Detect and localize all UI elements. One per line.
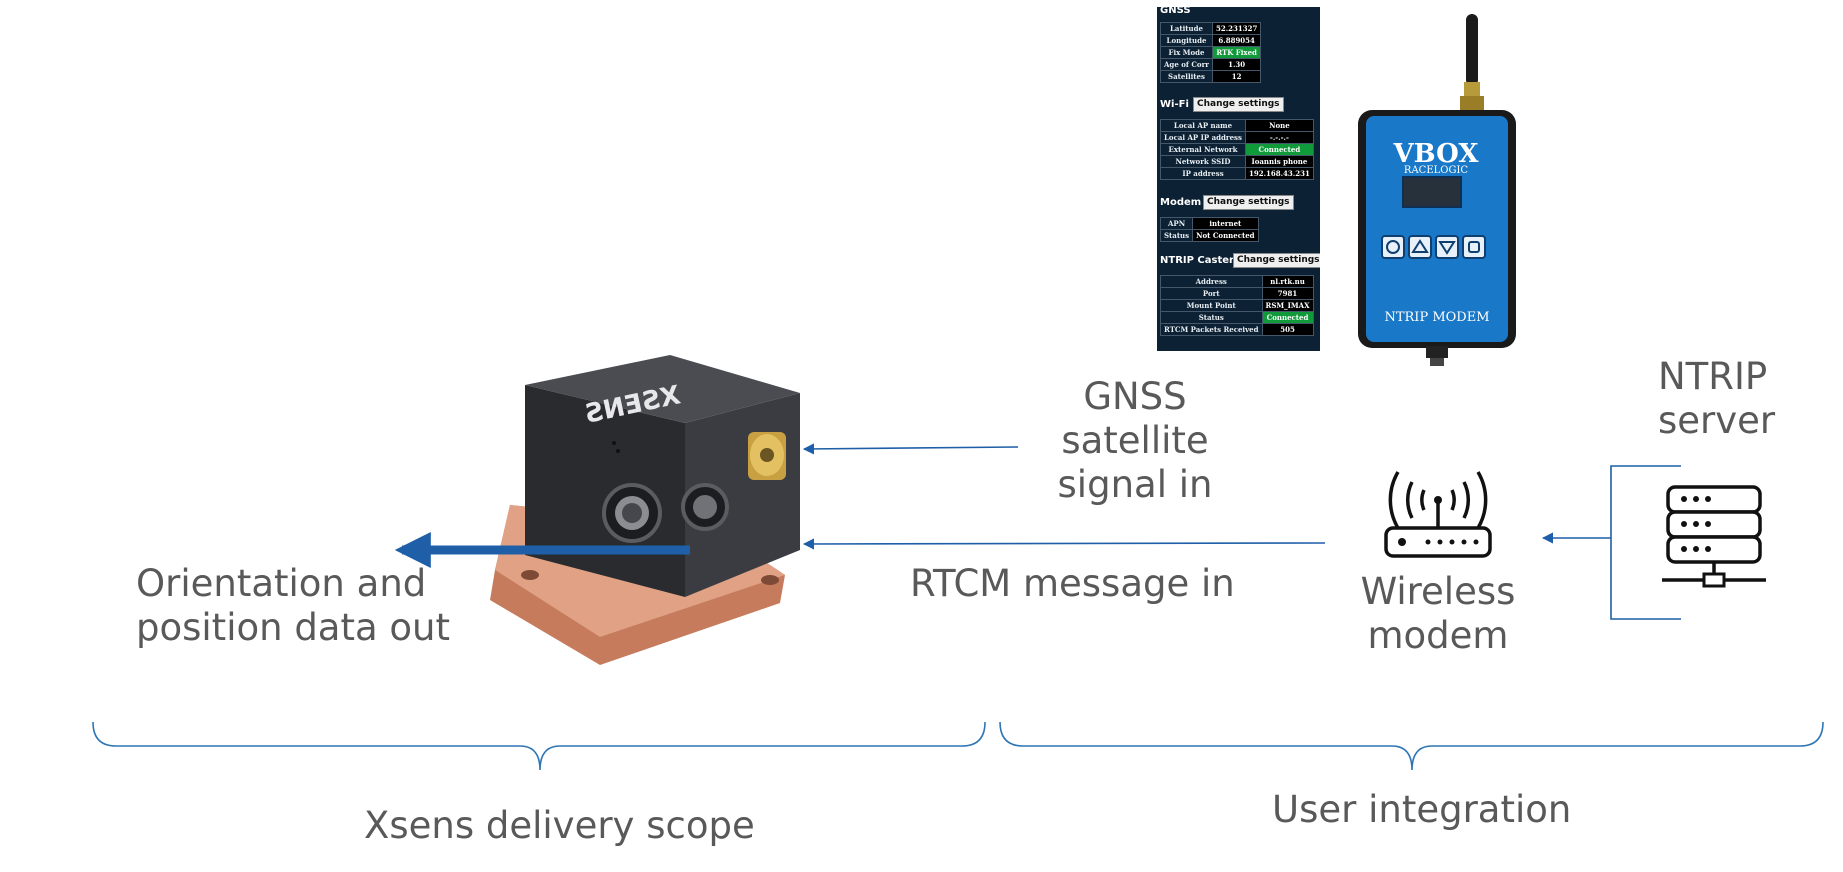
wifi-change-settings-button[interactable]: Change settings	[1193, 97, 1284, 112]
ntrip-server-label: NTRIP server	[1658, 355, 1775, 443]
status-key: Status	[1160, 311, 1263, 324]
status-key: Age of Corr	[1160, 58, 1213, 71]
gnss-signal-arrow	[802, 443, 1019, 455]
main-data-connector	[602, 483, 662, 543]
server-rack-icon	[1662, 485, 1766, 588]
wifi-section-title: Wi-Fi	[1160, 99, 1189, 110]
wireless-modem-label: Wireless modem	[1338, 570, 1538, 658]
rtcm-message-arrow	[802, 538, 1326, 550]
status-value: 192.168.43.231	[1244, 167, 1314, 180]
ntrip-label-line1: NTRIP	[1658, 355, 1768, 398]
modem-label-line1: Wireless	[1360, 570, 1516, 613]
wireless-router-icon	[1384, 471, 1492, 558]
status-key: Status	[1159, 229, 1194, 242]
ntrip-caster-section-title: NTRIP Caster	[1160, 255, 1234, 266]
status-value: RSM_IMAX	[1261, 299, 1314, 312]
data-out-arrow-layer	[394, 532, 690, 568]
status-value: RTK Fixed	[1211, 46, 1262, 59]
status-key: External Network	[1160, 143, 1246, 156]
gnss-label-line1: GNSS	[1083, 375, 1187, 418]
orientation-label-line2: position data out	[136, 606, 451, 649]
xsens-scope-label: Xsens delivery scope	[364, 804, 755, 847]
status-key: Longitude	[1160, 34, 1213, 47]
xsens-sensor-device: XSENS	[490, 355, 800, 665]
status-value: 12	[1211, 70, 1262, 83]
status-value: Not Connected	[1192, 229, 1259, 242]
gnss-label-line3: signal in	[1057, 463, 1213, 506]
status-value: nl.rtk.nu	[1261, 275, 1314, 288]
status-row: Local AP IP address-.-.-.-	[1160, 131, 1314, 144]
status-value: Connected	[1261, 311, 1314, 324]
ntrip-server-connector	[1610, 465, 1681, 620]
status-value: 1.30	[1211, 58, 1262, 71]
status-key: Port	[1160, 287, 1263, 300]
vbox-device-body: VBOX RACELOGIC NTRIP MODEM	[1358, 14, 1516, 366]
status-key: IP address	[1160, 167, 1246, 180]
gnss-antenna-connector	[748, 432, 786, 480]
status-value: Ioannis phone	[1244, 155, 1314, 168]
status-value: internet	[1192, 217, 1259, 230]
status-key: Mount Point	[1160, 299, 1263, 312]
orientation-output-label: Orientation and position data out	[136, 562, 450, 650]
gnss-signal-label: GNSS satellite signal in	[1030, 375, 1240, 507]
orientation-label-line1: Orientation and	[136, 562, 427, 605]
ntrip-label-line2: server	[1658, 399, 1776, 442]
xsens-scope-bracket	[92, 721, 986, 771]
status-value: 6.889054	[1211, 34, 1262, 47]
status-key: Latitude	[1160, 22, 1213, 35]
vbox-model-text: NTRIP MODEM	[1384, 310, 1489, 325]
status-value: Connected	[1244, 143, 1314, 156]
status-key: Network SSID	[1160, 155, 1246, 168]
status-key: Local AP name	[1160, 119, 1246, 132]
vbox-racelogic-text: RACELOGIC	[1404, 165, 1468, 176]
status-key: Address	[1160, 275, 1263, 288]
gnss-label-line2: satellite	[1061, 419, 1209, 462]
status-key: APN	[1159, 217, 1194, 230]
user-integration-bracket	[999, 721, 1824, 771]
status-value: -.-.-.-	[1244, 131, 1314, 144]
status-key: Satellites	[1160, 70, 1213, 83]
rtcm-message-label: RTCM message in	[910, 562, 1235, 605]
modem-change-settings-button[interactable]: Change settings	[1203, 195, 1294, 210]
status-key: RTCM Packets Received	[1160, 323, 1263, 336]
rtcm-input-connector	[681, 483, 729, 531]
ntrip-change-settings-button[interactable]: Change settings	[1233, 253, 1320, 268]
user-integration-label: User integration	[1272, 788, 1572, 831]
vbox-logo: VBOX	[1393, 139, 1480, 169]
vbox-button-row	[1381, 235, 1486, 259]
status-value: 52.231327	[1211, 22, 1262, 35]
status-key: Local AP IP address	[1160, 131, 1246, 144]
status-value: 505	[1261, 323, 1314, 336]
modem-section-title: Modem	[1160, 197, 1202, 208]
status-value: 7981	[1261, 287, 1314, 300]
modem-label-line2: modem	[1367, 614, 1509, 657]
status-key: Fix Mode	[1160, 46, 1213, 59]
status-value: None	[1244, 119, 1314, 132]
vbox-ntrip-modem-device: VBOX RACELOGIC NTRIP MODEM	[1358, 12, 1518, 367]
gnss-section-title: GNSS	[1160, 7, 1191, 16]
